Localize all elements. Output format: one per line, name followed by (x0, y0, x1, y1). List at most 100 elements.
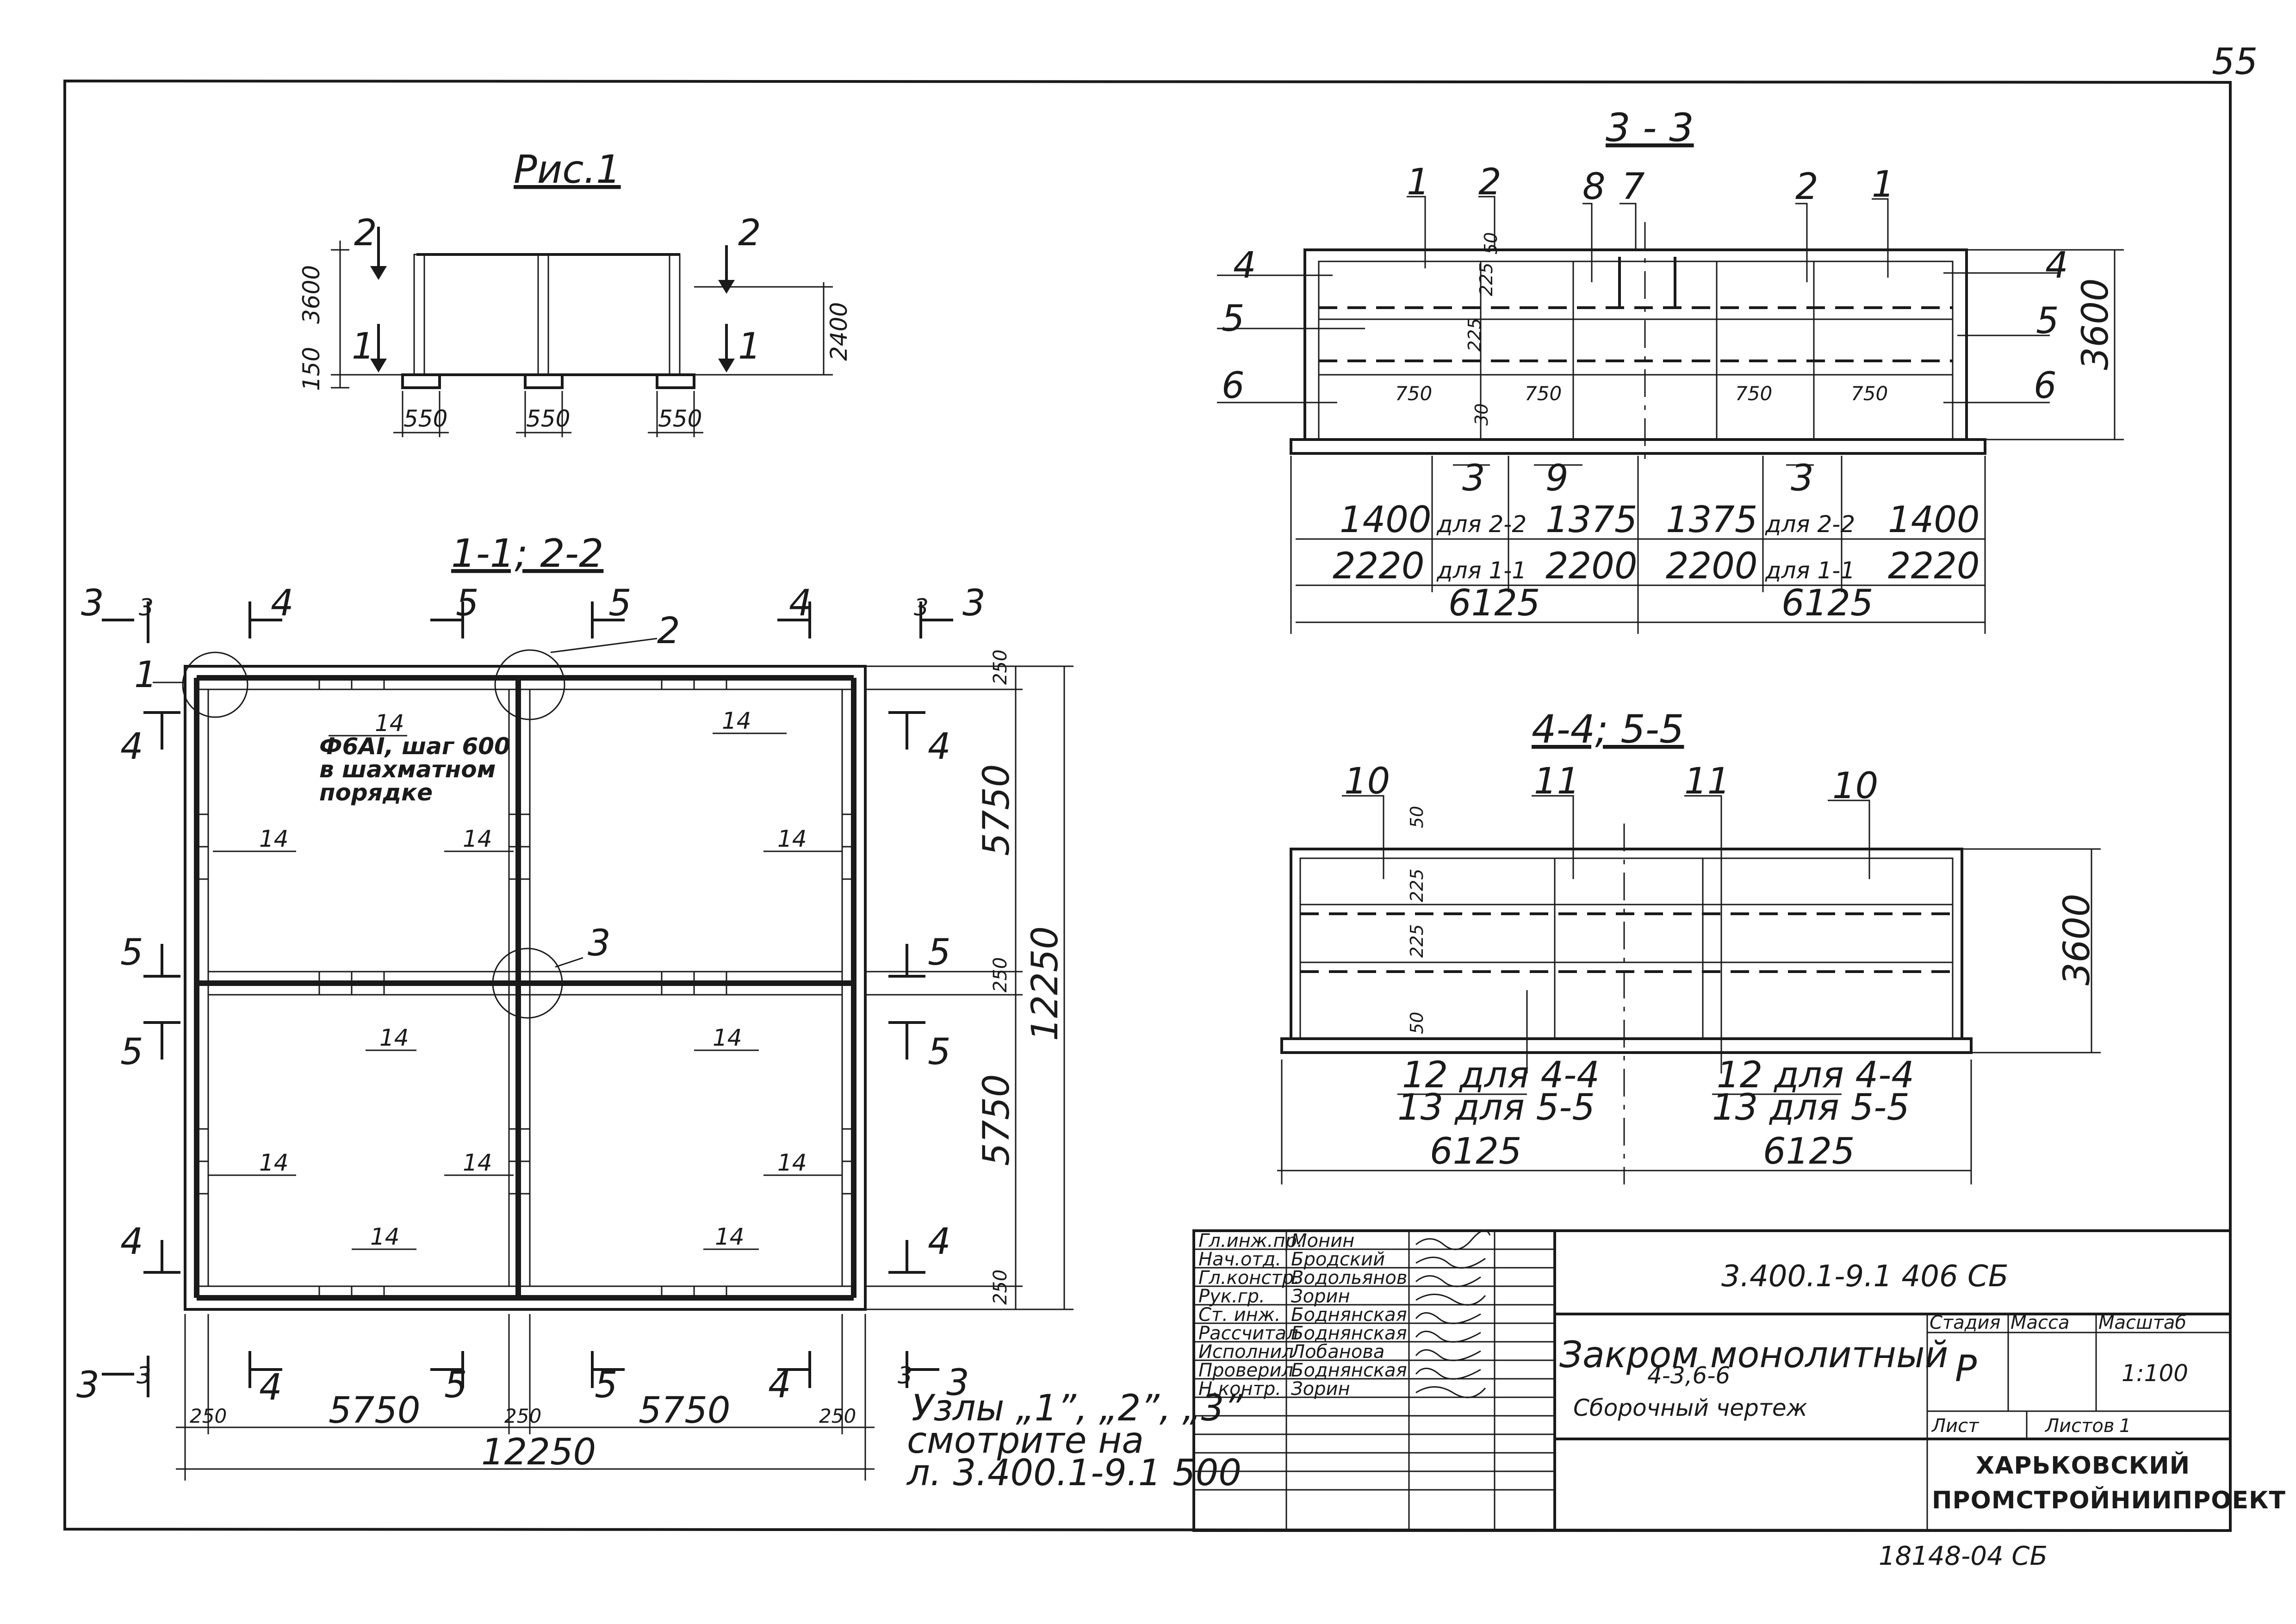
plan-node-label: 3 (588, 923, 611, 964)
tb-name: Зорин (1291, 1286, 1350, 1307)
section33-top-marker: 7 (1622, 166, 1645, 208)
section33-dim: 1375 (1666, 499, 1758, 541)
fig1-dim-150: 150 (298, 347, 325, 391)
tb-name-line: Сборочный чертеж (1573, 1395, 1807, 1421)
section33-dim: для 1-1 (1765, 557, 1855, 584)
plan-bottom-total: 12250 (481, 1432, 596, 1473)
tb-name: Бродский (1291, 1249, 1385, 1270)
plan-cut-label: 5 (120, 1031, 143, 1073)
section33-top-marker: 1 (1407, 161, 1430, 203)
plan-item: 14 (463, 825, 492, 852)
section33-small-dim: 225 (1476, 262, 1496, 296)
plan-right-dim: 250 (990, 1270, 1011, 1305)
nodes-note: Узлы „1”, „2”, „3” (912, 1388, 1243, 1429)
tb-scale-h: Масштаб (2098, 1312, 2186, 1333)
section33-side-marker: 6 (2034, 365, 2057, 407)
tb-name: Боднянская (1291, 1323, 1407, 1344)
section45-bottom-label: 13 для 5-5 (1712, 1087, 1910, 1128)
tb-sheet-h: Лист (1931, 1415, 1980, 1437)
plan-right-total: 12250 (1024, 926, 1066, 1041)
plan-cut-label: 5 (608, 583, 632, 624)
plan-right-dim: 5750 (976, 1074, 1018, 1166)
section33-side-marker: 4 (2045, 245, 2068, 286)
section45-marker: 11 (1684, 761, 1730, 802)
plan-cut-label: 4 (928, 1221, 951, 1263)
sheet-number: 55 (2212, 41, 2258, 83)
section45-dim: 6125 (1763, 1131, 1855, 1172)
tb-role: Ст. инж. (1198, 1304, 1281, 1326)
section33-bottom-marker: 3 (1791, 458, 1814, 499)
section33-dim: 1400 (1340, 499, 1432, 541)
fig1-cut-label: 1 (352, 326, 375, 367)
plan-cut-label: 4 (120, 726, 143, 768)
tb-role: Проверил (1198, 1360, 1293, 1381)
tb-role: Гл.инж.пр. (1198, 1230, 1303, 1252)
plan-item: 14 (722, 707, 751, 734)
section33-dim: 6125 (1448, 583, 1540, 624)
plan-cut-label: 5 (928, 932, 951, 973)
plan-cut-label: 5 (444, 1364, 467, 1406)
plan-cut-label: 5 (928, 1031, 951, 1073)
fig1-pad-dim: 550 (526, 405, 570, 432)
section33-dim: для 1-1 (1436, 557, 1527, 584)
plan-cut-label: 3 (946, 1362, 969, 1404)
plan-item: 14 (777, 825, 807, 852)
plan-item: 14 (375, 710, 404, 737)
section33-side-marker: 5 (2036, 300, 2059, 342)
plan-cut-label: 5 (595, 1364, 618, 1406)
section45-small-dim: 225 (1407, 924, 1427, 958)
section45-dim: 6125 (1430, 1131, 1522, 1172)
plan-item: 14 (463, 1149, 492, 1176)
plan-item: 14 (715, 1223, 745, 1250)
fig1-pad-dim: 550 (403, 405, 447, 432)
plan-note: Ф6АI, шаг 600 (319, 733, 510, 760)
section45-height: 3600 (2056, 893, 2098, 986)
tb-scale: 1:100 (2122, 1360, 2188, 1387)
figure-1: Рис.1 3600 150 2400 550 550 550 2 1 2 1 (298, 147, 852, 437)
section33-small-dim: 750 (1735, 382, 1772, 405)
section33-side-marker: 6 (1222, 365, 1245, 407)
tb-doc-code: 3.400.1-9.1 406 СБ (1721, 1259, 2009, 1294)
fig1-dim-2400: 2400 (825, 302, 852, 361)
plan-bottom-dim: 5750 (639, 1390, 731, 1432)
plan-item: 14 (713, 1024, 742, 1051)
tb-role: Исполнил (1198, 1341, 1294, 1363)
plan-right-dim: 250 (990, 957, 1011, 992)
fig1-cut-label: 2 (738, 212, 761, 254)
tb-name-line: 4-3,6-6 (1647, 1362, 1730, 1389)
fig1-dim-3600: 3600 (298, 265, 325, 324)
tb-role: Нач.отд. (1198, 1249, 1281, 1270)
fig1-pad-dim: 550 (658, 405, 702, 432)
section33-side-marker: 5 (1222, 298, 1245, 340)
tb-name: Боднянская (1291, 1304, 1407, 1326)
plan-cut-label: 4 (928, 726, 951, 768)
plan-cut-label: 3 (137, 1362, 151, 1389)
tb-role: Рук.гр. (1198, 1286, 1265, 1307)
tb-mass-h: Масса (2011, 1312, 2070, 1333)
plan-bottom-dim: 250 (504, 1405, 541, 1427)
tb-org: ПРОМСТРОЙНИИПРОЕКТ (1932, 1486, 2286, 1514)
plan-cut-label: 3 (139, 594, 154, 621)
plan-item: 14 (379, 1024, 409, 1051)
title-block: Гл.инж.пр. Нач.отд. Гл.констр. Рук.гр. С… (1192, 1229, 2286, 1532)
fig1-title: Рис.1 (514, 147, 621, 192)
tb-name: Монин (1291, 1230, 1354, 1252)
plan-item: 14 (777, 1149, 807, 1176)
plan-node-label: 2 (657, 610, 680, 652)
section45-bottom-label: 12 для 4-4 (1402, 1054, 1600, 1096)
plan-note: порядке (319, 779, 433, 806)
tb-stage-h: Стадия (1930, 1312, 2000, 1333)
section33-small-dim: 30 (1471, 403, 1492, 426)
tb-stage: Р (1955, 1348, 1977, 1390)
plan-1-1-2-2: 1-1; 2-2 1 2 3 Ф6АI, шаг 600 в шахматн (76, 531, 1243, 1494)
section45-bottom-label: 13 для 5-5 (1397, 1087, 1595, 1128)
nodes-note: л. 3.400.1-9.1 500 (906, 1452, 1241, 1494)
section33-dim: 1400 (1888, 499, 1980, 541)
tb-name: Зорин (1291, 1378, 1350, 1400)
tb-role: Н.контр. (1198, 1378, 1281, 1400)
section45-marker: 10 (1344, 761, 1390, 802)
tb-role: Рассчитал (1198, 1323, 1298, 1344)
section45-small-dim: 225 (1407, 868, 1427, 902)
tb-name-line: Закром монолитный (1559, 1334, 1948, 1376)
